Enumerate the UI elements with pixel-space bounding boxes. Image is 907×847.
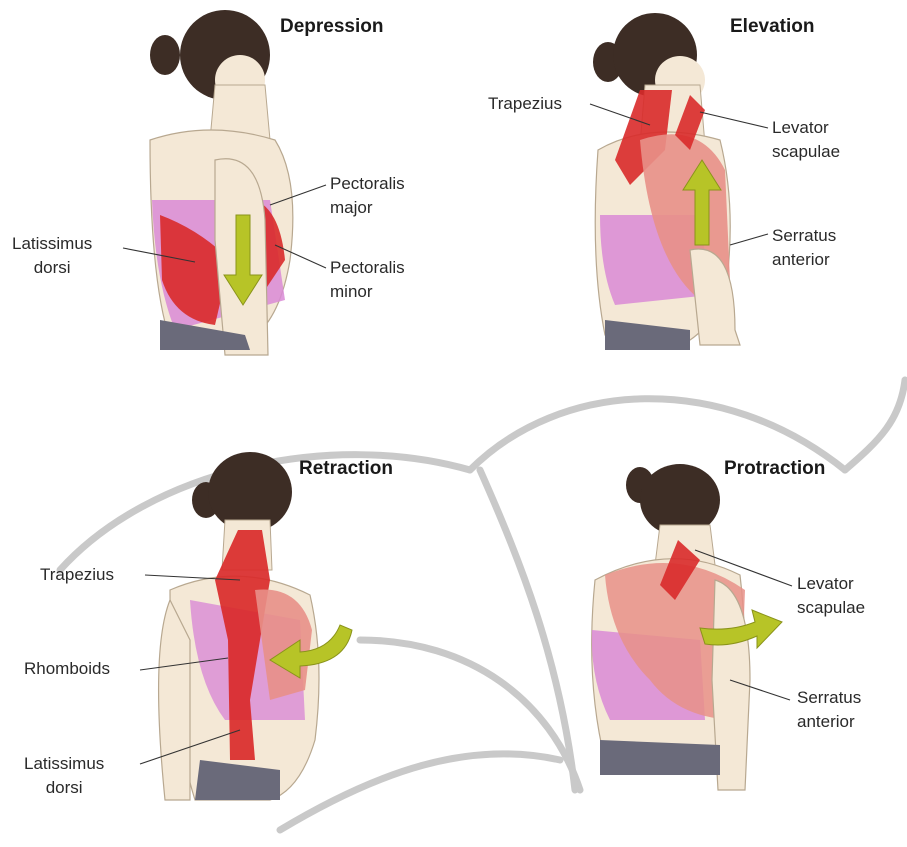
leader-serratus [730,234,768,245]
arm [159,600,190,800]
retraction-figure [140,452,352,800]
label-levator-scapulae: Levator scapulae [772,116,840,164]
label-trapezius: Trapezius [40,563,114,587]
elevation-title: Elevation [730,16,814,38]
leader-levator [700,112,768,128]
depression-title: Depression [280,16,383,38]
label-levator-scapulae: Levator scapulae [797,572,865,620]
swoosh-right-tail [845,380,905,470]
elevation-figure [590,13,768,350]
depression-figure [123,10,326,355]
protraction-figure [592,464,792,790]
label-serratus-anterior: Serratus anterior [797,686,861,734]
label-latissimus-dorsi: Latissimus dorsi [24,752,104,800]
label-serratus-anterior: Serratus anterior [772,224,836,272]
protraction-title: Protraction [724,458,825,480]
label-pectoralis-minor: Pectoralis minor [330,256,405,304]
waistband [600,740,720,775]
retraction-title: Retraction [299,458,393,480]
label-rhomboids: Rhomboids [24,657,110,681]
hair-bun [150,35,180,75]
swoosh-bottom [280,754,560,830]
label-trapezius: Trapezius [488,92,562,116]
swoosh-lower [360,640,580,790]
label-pectoralis-major: Pectoralis major [330,172,405,220]
label-latissimus-dorsi: Latissimus dorsi [12,232,92,280]
